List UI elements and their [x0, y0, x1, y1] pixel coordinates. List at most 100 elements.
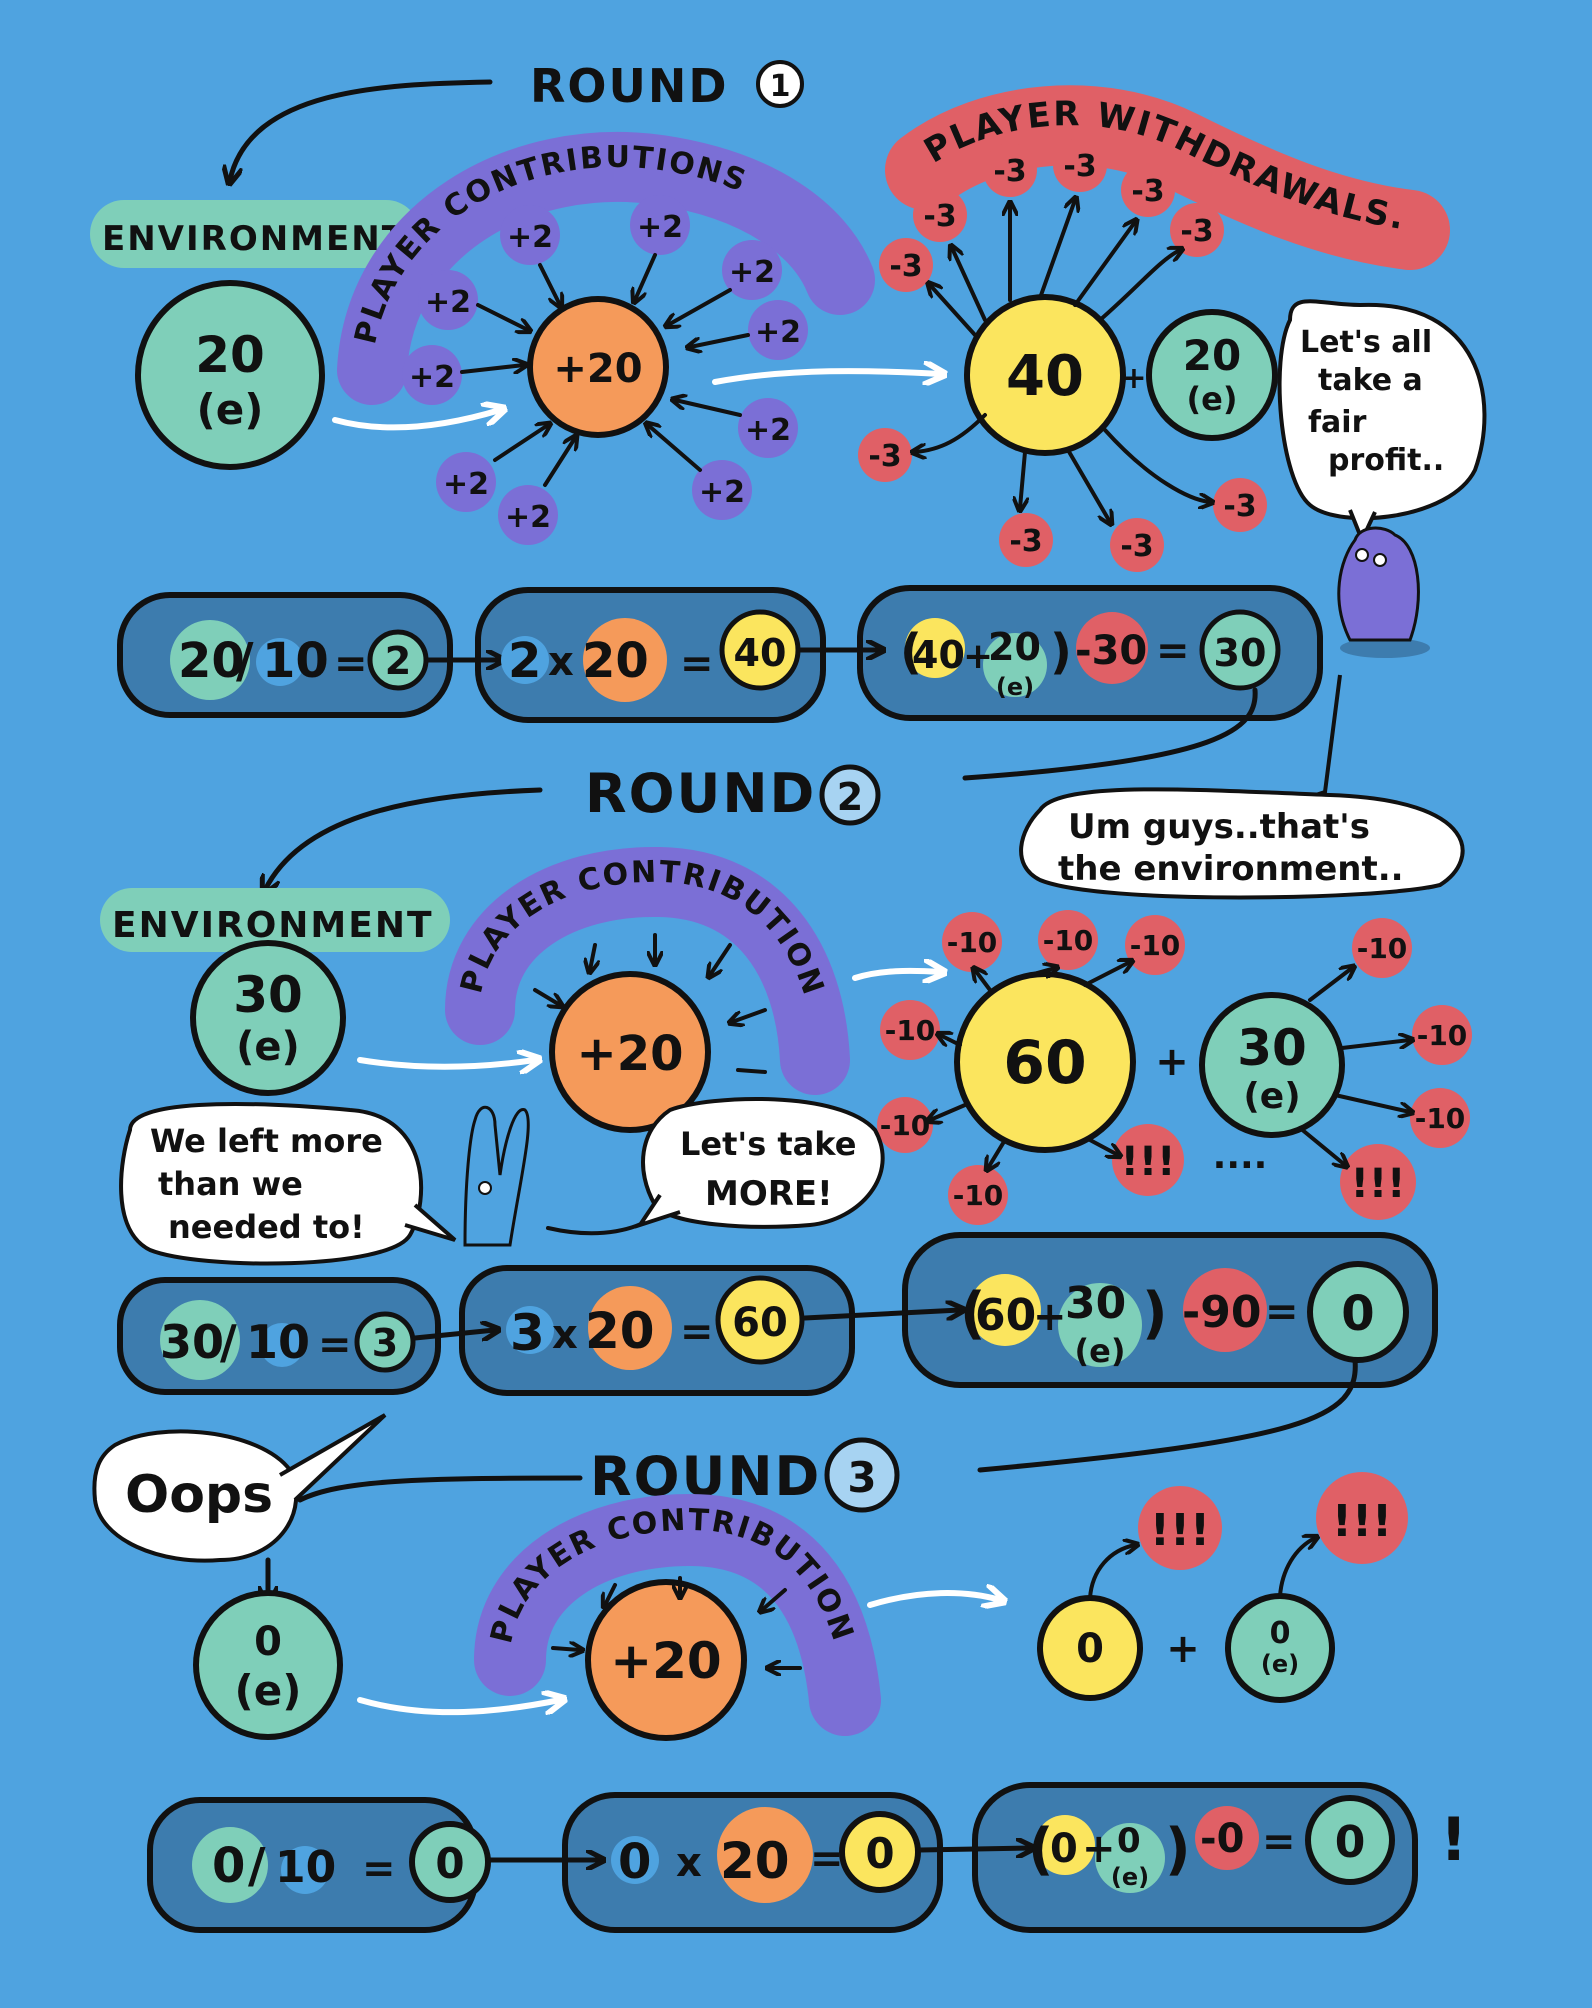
svg-text:(: ( — [900, 624, 922, 680]
svg-text:=: = — [680, 641, 714, 687]
contribution-chip: +2 — [402, 345, 462, 405]
contribution-chip: +2 — [630, 195, 690, 255]
withdrawal-chips-2: -10 -10 -10 -10 -10 -10 -10 -10 -10 !!! … — [877, 910, 1472, 1225]
env-to-pool-arrow-3 — [357, 1700, 560, 1716]
svg-text:30: 30 — [160, 1315, 224, 1369]
withdrawal-chip: -3 — [913, 188, 967, 242]
svg-text:): ) — [1142, 1281, 1168, 1346]
env-to-pool-arrow — [332, 410, 500, 431]
svg-text:10: 10 — [262, 633, 329, 689]
environment-unit: (e) — [197, 385, 264, 434]
plus-sign-3: + — [1166, 1626, 1200, 1672]
svg-text:-10: -10 — [1130, 929, 1181, 962]
environment-after-unit: (e) — [1187, 380, 1238, 418]
round-2-number-badge — [819, 764, 881, 826]
environment-after-unit-2: (e) — [1243, 1076, 1300, 1117]
withdrawal-chip: -3 — [1053, 138, 1107, 192]
svg-text:-3: -3 — [1063, 149, 1096, 184]
withdrawal-chip: -10 — [1125, 915, 1185, 975]
formula-2-3: 0 x 20 = 0 — [611, 1807, 921, 1903]
speech-bubble-fair-profit: Let's all take a fair profit.. — [1277, 299, 1487, 546]
svg-text:20: 20 — [178, 633, 245, 689]
svg-text:-10: -10 — [1415, 1102, 1466, 1135]
round-1-number: 1 — [770, 69, 791, 104]
svg-text:-3: -3 — [868, 439, 901, 474]
total-pool-value: 40 — [1006, 344, 1084, 409]
alarm-chip: !!! — [1138, 1486, 1222, 1570]
svg-text:0: 0 — [212, 1838, 245, 1894]
svg-text:+2: +2 — [505, 500, 551, 535]
svg-text:=: = — [1156, 628, 1190, 674]
svg-text:/: / — [220, 1315, 237, 1369]
withdrawal-chip: -3 — [1110, 518, 1164, 572]
pool-to-total-arrow — [712, 371, 940, 382]
environment-after-value: 20 — [1183, 331, 1241, 380]
environment-value: 20 — [195, 326, 265, 384]
withdrawal-chip: -10 — [1410, 1088, 1470, 1148]
svg-text:-3: -3 — [889, 249, 922, 284]
formula-2-2: 3 x 20 = 60 — [506, 1275, 805, 1370]
contribution-chip: +2 — [738, 398, 798, 458]
svg-text:+2: +2 — [729, 255, 775, 290]
formula-1-3: 0 / 10 = 0 — [192, 1821, 491, 1903]
withdrawal-arrows-2 — [930, 962, 1410, 1168]
environment-after-unit-3: (e) — [1261, 1650, 1299, 1678]
withdrawal-chip: -10 — [1352, 918, 1412, 978]
round-3-number-badge — [824, 1437, 900, 1513]
contribution-pool-node-3 — [585, 1579, 747, 1741]
svg-text:-10: -10 — [880, 1109, 931, 1142]
withdrawal-chip: -10 — [948, 1165, 1008, 1225]
svg-text:!!!: !!! — [1332, 1496, 1392, 1547]
svg-text:+: + — [963, 636, 993, 677]
contribution-arrows-2 — [533, 933, 767, 1074]
svg-text:needed to!: needed to! — [168, 1208, 365, 1246]
svg-text:+2: +2 — [507, 220, 553, 255]
svg-text:40: 40 — [734, 631, 787, 675]
contribution-pool-node-2 — [549, 971, 711, 1133]
svg-text:-3: -3 — [1223, 489, 1256, 524]
plus-sign-2: + — [1155, 1039, 1189, 1085]
svg-text:+2: +2 — [637, 210, 683, 245]
svg-text:60: 60 — [732, 1300, 788, 1346]
total-pool-value-2: 60 — [1003, 1028, 1087, 1098]
contribution-pool-value-2: +20 — [576, 1026, 683, 1082]
svg-text:x: x — [552, 1312, 578, 1358]
svg-text:=: = — [318, 1322, 352, 1368]
formula-3-2: ( 60 + 30 (e) ) -90 = 0 — [960, 1261, 1409, 1370]
svg-text:We left more: We left more — [150, 1122, 383, 1160]
environment-unit-3: (e) — [235, 1666, 302, 1715]
ellipsis: .... — [1213, 1136, 1268, 1177]
withdrawal-chip: -3 — [879, 238, 933, 292]
withdrawal-chip: -10 — [942, 912, 1002, 972]
svg-text:=: = — [1262, 1819, 1296, 1865]
svg-text:10: 10 — [246, 1315, 310, 1369]
contribution-chip: +2 — [500, 205, 560, 265]
svg-text:0: 0 — [435, 1839, 464, 1888]
svg-text:-3: -3 — [1131, 174, 1164, 209]
formula-1-2: 30 / 10 = 3 — [160, 1300, 416, 1380]
env-to-alarm-arrow — [1278, 1538, 1315, 1598]
svg-text:=: = — [334, 641, 368, 687]
player-contribution-band-2 — [445, 846, 850, 1095]
svg-text:3: 3 — [372, 1321, 398, 1365]
alarm-chip: !!! — [1340, 1144, 1416, 1220]
svg-text:): ) — [1165, 1817, 1191, 1882]
withdrawal-chips: -3 -3 -3 -3 -3 -3 -3 -3 -3 -3 — [858, 138, 1267, 572]
env-to-pool-arrow-2 — [357, 1060, 535, 1067]
svg-text:+: + — [1082, 1826, 1116, 1872]
svg-text:0: 0 — [1341, 1286, 1374, 1342]
svg-text:+2: +2 — [425, 285, 471, 320]
svg-text:+2: +2 — [409, 360, 455, 395]
svg-text:-10: -10 — [947, 926, 998, 959]
svg-text:x: x — [676, 1840, 702, 1886]
svg-text:Oops: Oops — [125, 1465, 273, 1525]
svg-text:!!!: !!! — [1351, 1161, 1406, 1207]
contribution-chips: +2 +2 +2 +2 +2 +2 +2 +2 +2 +2 — [402, 195, 808, 545]
alarm-chip: !!! — [1316, 1472, 1408, 1564]
contribution-chip: +2 — [436, 452, 496, 512]
round-3: ROUND 3 Oops 0 (e) PLAYER CONTRIBUTION +… — [92, 1413, 1467, 1933]
environment-after-value-2: 30 — [1237, 1019, 1307, 1077]
formula-3: ( 40 + 20 (e) ) -30 = 30 — [900, 609, 1281, 701]
svg-text:x: x — [548, 639, 574, 685]
withdrawal-chip: -3 — [1170, 203, 1224, 257]
